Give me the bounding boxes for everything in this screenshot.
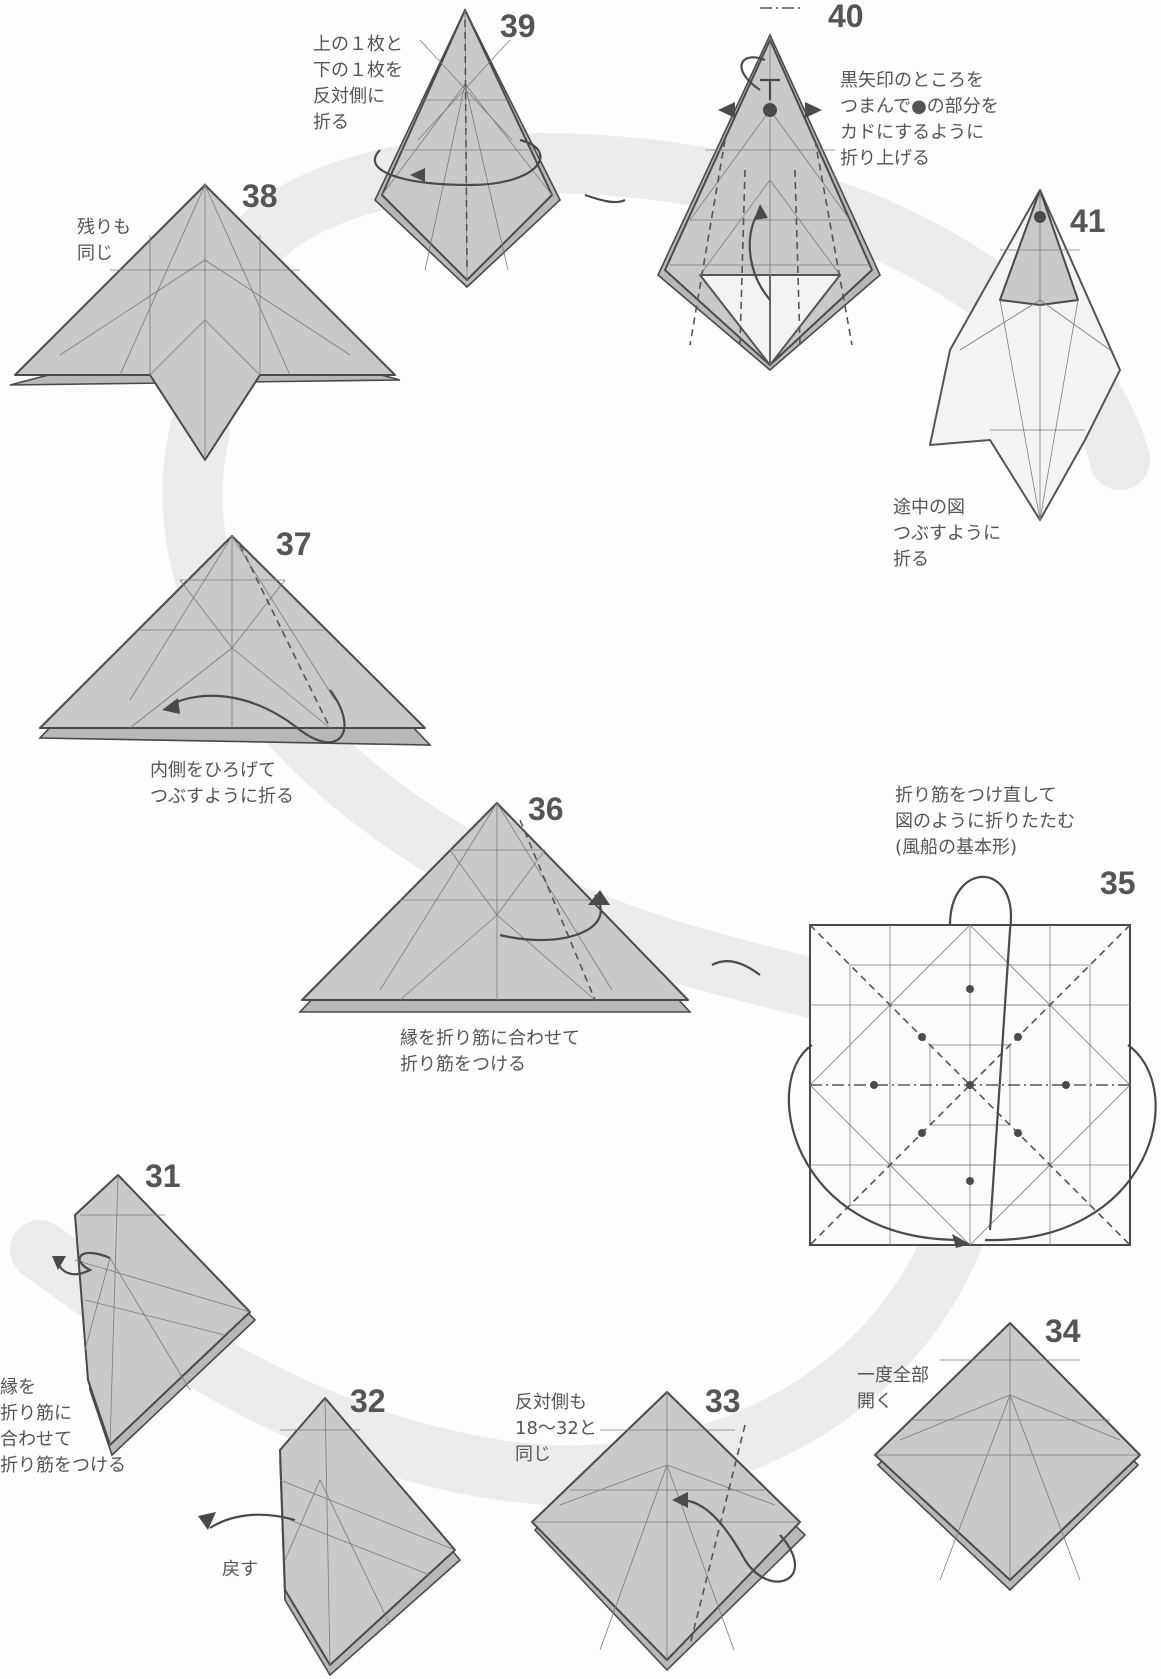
step-number-38: 38: [242, 178, 278, 214]
step-31-figure: [52, 1174, 257, 1457]
step-number-35: 35: [1100, 865, 1136, 901]
step-39-figure: [373, 8, 626, 289]
step-number-40: 40: [828, 0, 864, 34]
step-36-figure: [298, 801, 761, 1013]
step-40-figure: [657, 7, 881, 372]
step-37-caption: 内側をひろげて つぶすように折る: [150, 760, 294, 807]
step-31-caption: 縁を 折り筋に 合わせて 折り筋をつける: [0, 1377, 126, 1476]
step-37-figure: [38, 534, 432, 746]
step-number-32: 32: [350, 1383, 386, 1419]
step-34-caption: 一度全部 開く: [857, 1365, 929, 1412]
step-35-figure: [787, 875, 1157, 1248]
step-41-figure: [929, 189, 1121, 521]
step-35-caption: 折り筋をつけ直して 図のように折りたたむ (風船の基本形): [895, 785, 1075, 858]
step-41-caption: 途中の図 つぶすように 折る: [893, 497, 1001, 570]
step-32-caption: 戻す: [222, 1559, 258, 1580]
step-number-34: 34: [1045, 1313, 1081, 1349]
step-32-figure: [198, 1397, 462, 1677]
step-39-caption: 上の１枚と 下の１枚を 反対側に 折る: [313, 34, 403, 133]
step-33-figure: [531, 1391, 807, 1672]
step-34-figure: [874, 1322, 1141, 1592]
step-number-33: 33: [705, 1383, 741, 1419]
step-number-39: 39: [500, 8, 536, 44]
step-40-caption: 黒矢印のところを つまんで●の部分を カドにするように 折り上げる: [840, 70, 999, 169]
step-number-31: 31: [145, 1158, 181, 1194]
step-36-caption: 縁を折り筋に合わせて 折り筋をつける: [400, 1028, 580, 1075]
step-33-caption: 反対側も 18〜32と 同じ: [515, 1392, 597, 1465]
step-38-caption: 残りも 同じ: [77, 217, 131, 264]
step-38-figure: [9, 182, 401, 461]
step-number-41: 41: [1070, 203, 1106, 239]
step-number-36: 36: [528, 791, 564, 827]
step-number-37: 37: [276, 526, 312, 562]
